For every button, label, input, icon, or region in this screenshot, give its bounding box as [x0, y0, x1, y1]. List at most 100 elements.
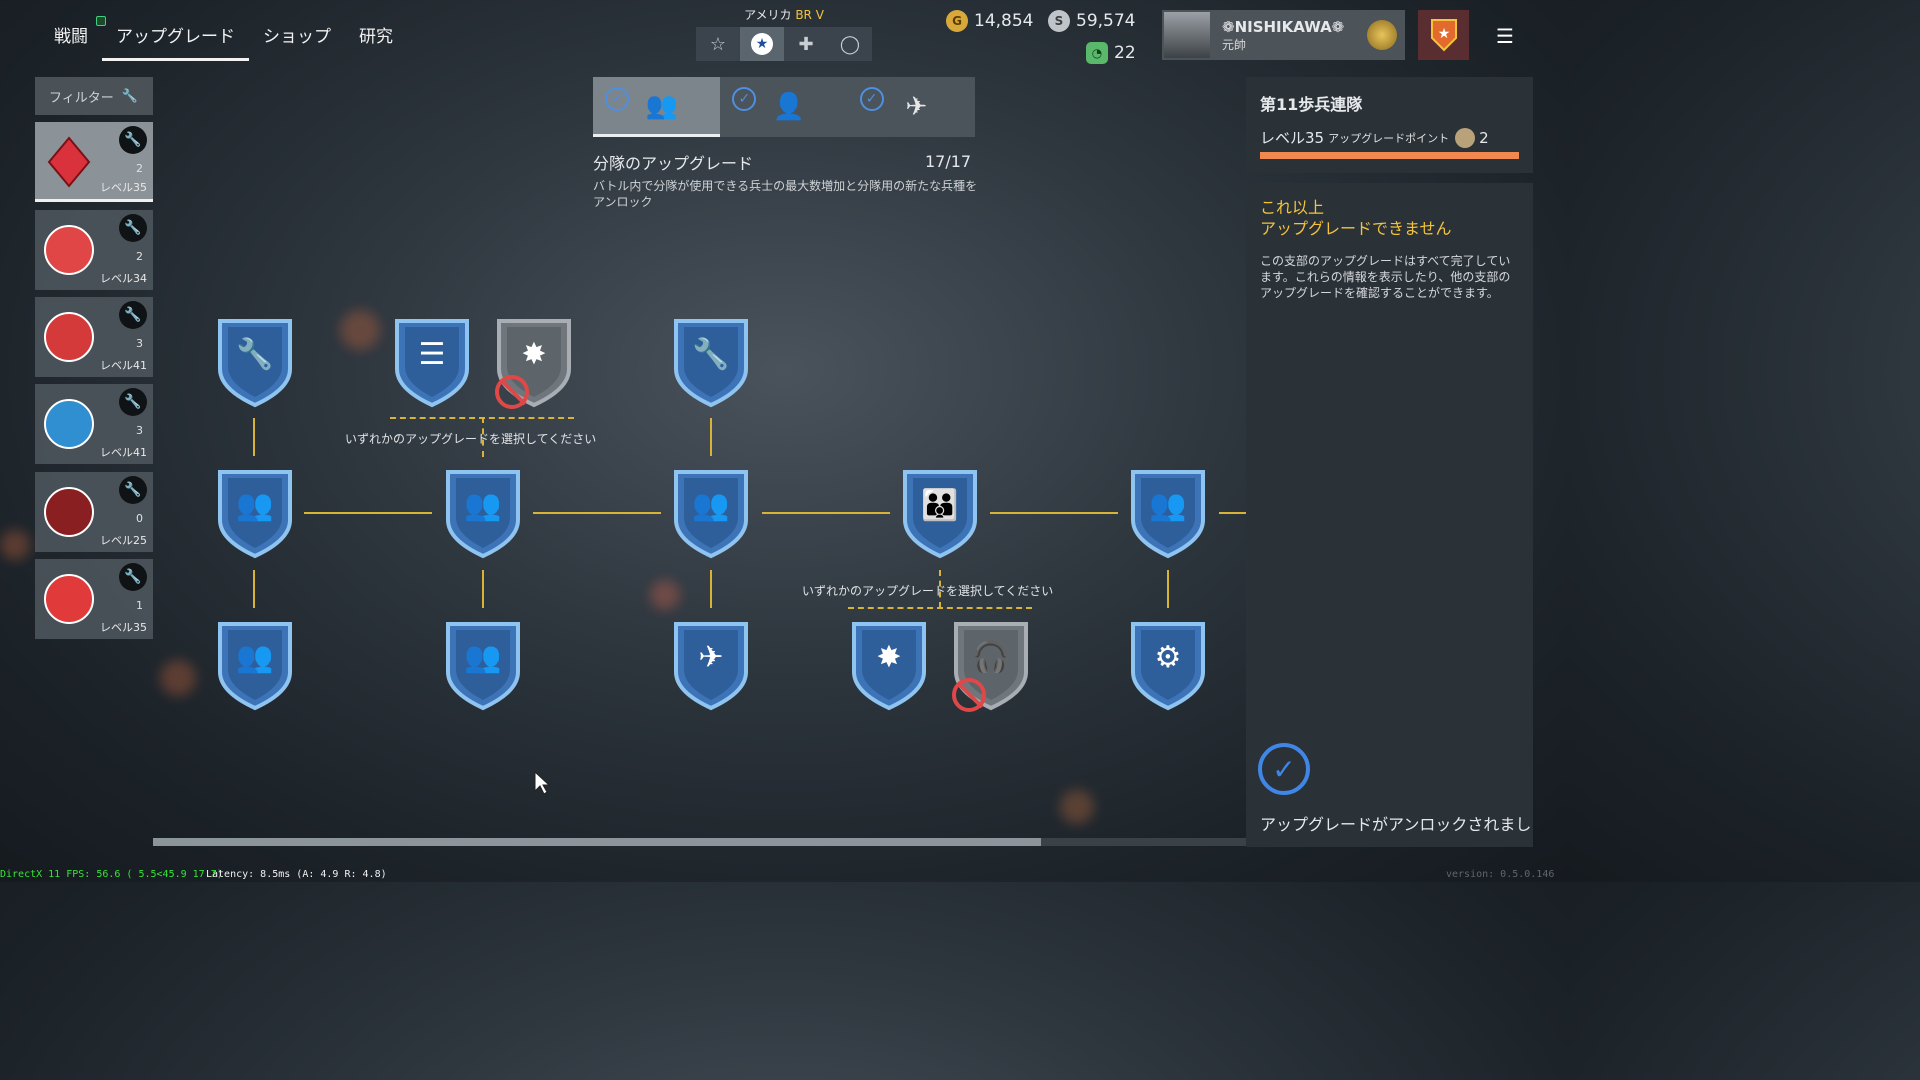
unit-points: 2	[136, 162, 143, 175]
unit-emblem-icon	[47, 136, 91, 188]
bokeh	[160, 660, 196, 696]
points-value: 2	[1479, 128, 1489, 147]
check-icon: ✓	[605, 87, 629, 111]
shield-icon	[395, 319, 469, 408]
svg-text:★: ★	[1437, 26, 1450, 42]
upgrade-node[interactable]: ⚙	[1129, 620, 1207, 712]
scrollbar-thumb[interactable]	[153, 838, 1041, 846]
unit-level: レベル41	[100, 446, 147, 459]
unit-emblem-icon	[44, 487, 94, 537]
upgrade-node[interactable]: 🔧	[672, 317, 750, 409]
star-circle-icon[interactable]: ★	[740, 27, 784, 61]
tab-squad-upgrades[interactable]: ✓ 👥	[593, 77, 721, 137]
unit-card[interactable]: 🔧 2 レベル35	[35, 122, 153, 202]
upgrade-node[interactable]: ✸	[850, 620, 928, 712]
explosion-upgrade-icon: ✸	[876, 640, 902, 675]
tab-weapon-upgrades[interactable]: ✓ ✈	[848, 77, 975, 137]
tab-research[interactable]: 研究	[359, 27, 393, 47]
upgrade-detail-panel: これ以上 アップグレードできません この支部のアップグレードはすべて完了していま…	[1246, 183, 1533, 847]
player-profile[interactable]: ❁NISHIKAWA❁ 元帥	[1162, 10, 1405, 60]
tab-upgrades[interactable]: アップグレード	[102, 22, 249, 61]
tab-soldier-upgrades[interactable]: ✓ 👤	[720, 77, 847, 137]
shield-icon	[852, 622, 926, 711]
shield-icon	[674, 319, 748, 408]
gold-coin-icon: G	[946, 10, 968, 32]
upgrade-node[interactable]: ☰	[393, 317, 471, 409]
shield-icon	[674, 470, 748, 559]
star-shield-icon: ★	[1430, 19, 1457, 52]
unit-level: レベル25	[100, 534, 147, 547]
wrench-upgrade-icon: 🔧	[236, 337, 274, 372]
squad-xp-icon: 👥	[236, 488, 274, 523]
upgrade-node[interactable]: 👥	[672, 468, 750, 560]
squad-upgrade-icon: 👥	[236, 640, 274, 675]
list-upgrade-icon: ☰	[418, 337, 446, 372]
max-upgrade-warning: これ以上 アップグレードできません	[1260, 198, 1452, 238]
nation-name: アメリカ	[744, 8, 792, 22]
upgrade-node[interactable]: 👥	[1129, 468, 1207, 560]
horizontal-scrollbar[interactable]	[153, 838, 1246, 846]
hamburger-menu-icon[interactable]: ☰	[1496, 24, 1514, 48]
bokeh	[1060, 790, 1094, 824]
upgrade-node[interactable]: 🔧	[216, 317, 294, 409]
upgrade-node[interactable]: ✸	[495, 317, 573, 409]
weapon-icon: ✈	[905, 92, 928, 122]
filter-button[interactable]: フィルター 🔧	[35, 77, 153, 115]
battle-rating: BR V	[795, 8, 824, 22]
star-outline-icon[interactable]: ☆	[709, 33, 727, 55]
check-icon: ✓	[732, 87, 757, 111]
upgrade-info-text: この支部のアップグレードはすべて完了しています。これらの情報を表示したり、他の支…	[1260, 254, 1511, 300]
unit-points: 3	[136, 337, 143, 350]
mortar-upgrade-icon: ✈	[698, 640, 724, 675]
unit-name: 第11歩兵連隊	[1260, 95, 1363, 114]
connector	[482, 570, 484, 608]
radio-operator-icon: 🎧	[972, 640, 1010, 675]
unit-points: 2	[136, 250, 143, 263]
player-rank: 元帥	[1222, 37, 1247, 52]
silver-coin-icon: S	[1048, 10, 1070, 32]
upgrade-node[interactable]: 👥	[444, 468, 522, 560]
cross-icon[interactable]: ✚	[798, 33, 814, 55]
upgrade-node[interactable]: ✈	[672, 620, 750, 712]
gold-currency: G 14,854	[946, 10, 1033, 32]
wrench-icon[interactable]: 🔧	[119, 126, 147, 154]
filter-label: フィルター	[49, 90, 114, 106]
upgrade-node[interactable]: 👥	[216, 468, 294, 560]
shield-icon	[446, 470, 520, 559]
upgrade-node[interactable]: 🎧	[952, 620, 1030, 712]
wrench-icon[interactable]: 🔧	[119, 476, 147, 504]
squad-emblem-button[interactable]: ★	[1418, 10, 1469, 60]
wrench-icon[interactable]: 🔧	[119, 563, 147, 591]
orders-currency: ◔ 22	[1086, 42, 1136, 64]
unit-info-panel: 第11歩兵連隊 レベル35 アップグレードポイント 2	[1246, 77, 1533, 173]
points-icon	[1455, 127, 1476, 148]
unlocked-text: アップグレードがアンロックされまし	[1260, 815, 1532, 834]
debug-fps: DirectX 11 FPS: 56.6 ( 5.5<45.9 17.7)	[0, 869, 223, 880]
section-description: バトル内で分隊が使用できる兵士の最大数増加と分隊用の新たな兵種をアンロック	[593, 179, 978, 209]
orders-amount: 22	[1114, 43, 1136, 63]
upgrade-node[interactable]: 👪	[901, 468, 979, 560]
unit-level: レベル35	[100, 181, 147, 194]
explosion-upgrade-icon: ✸	[521, 337, 547, 372]
tab-shop[interactable]: ショップ	[263, 27, 331, 47]
bokeh	[0, 530, 30, 560]
wrench-icon[interactable]: 🔧	[119, 214, 147, 242]
connector	[533, 512, 661, 514]
squad-xp-icon: 👥	[1149, 488, 1187, 523]
unit-points: 1	[136, 599, 143, 612]
wrench-icon[interactable]: 🔧	[119, 388, 147, 416]
debug-latency: Latency: 8.5ms (A: 4.9 R: 4.8)	[206, 869, 387, 880]
upgrade-node[interactable]: 👥	[444, 620, 522, 712]
squad-xp-icon: 👥	[692, 488, 730, 523]
tab-battle[interactable]: 戦闘	[54, 27, 88, 47]
wrench-icon[interactable]: 🔧	[119, 301, 147, 329]
silver-amount: 59,574	[1076, 11, 1136, 31]
circle-icon[interactable]: ◯	[839, 33, 861, 55]
upgrade-node[interactable]: 👥	[216, 620, 294, 712]
connector-dashed	[939, 570, 941, 608]
